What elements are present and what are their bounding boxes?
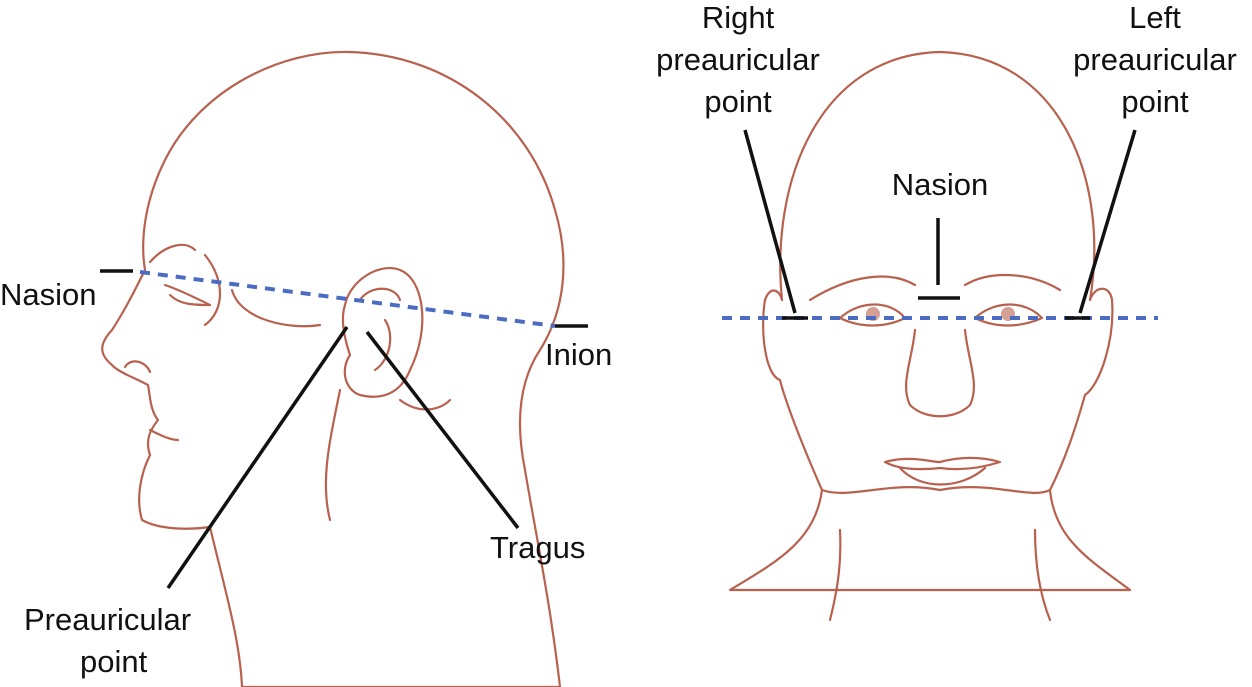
neck-lines — [828, 528, 1052, 622]
nose — [905, 328, 975, 418]
preauricular-label-2: point — [80, 644, 148, 679]
mouth — [148, 428, 180, 442]
mouth — [883, 456, 1002, 486]
front-head: Nasion Right preauricular point Left pre… — [656, 0, 1237, 622]
ear-inner — [358, 287, 402, 372]
tragus-pointer — [365, 330, 520, 530]
left-label-3: point — [1121, 84, 1189, 119]
right-label-2: preauricular — [656, 42, 820, 77]
right-preauricular-pointer — [743, 129, 797, 314]
right-label-3: point — [704, 84, 772, 119]
cheekbone-line — [230, 288, 322, 328]
eyebrows — [808, 273, 1062, 302]
neck-lines — [324, 388, 452, 522]
jaw-line — [820, 486, 1052, 494]
right-label-1: Right — [702, 0, 775, 35]
nasion-inion-line — [139, 270, 556, 328]
nostril — [123, 360, 152, 374]
ear — [341, 267, 424, 398]
nasion-label: Nasion — [892, 167, 989, 202]
preauricular-pointer — [166, 326, 349, 589]
left-label-1: Left — [1129, 0, 1181, 35]
left-label-2: preauricular — [1073, 42, 1237, 77]
preauricular-label-1: Preauricular — [24, 602, 191, 637]
cheek-line — [203, 253, 222, 327]
inion-label: Inion — [545, 337, 612, 372]
eye — [163, 283, 212, 307]
tragus-label: Tragus — [490, 530, 585, 565]
side-head: Nasion Inion Tragus Preauricular point — [0, 50, 612, 687]
nasion-label: Nasion — [0, 277, 97, 312]
left-preauricular-pointer — [1078, 129, 1137, 314]
eyebrow — [148, 243, 197, 264]
